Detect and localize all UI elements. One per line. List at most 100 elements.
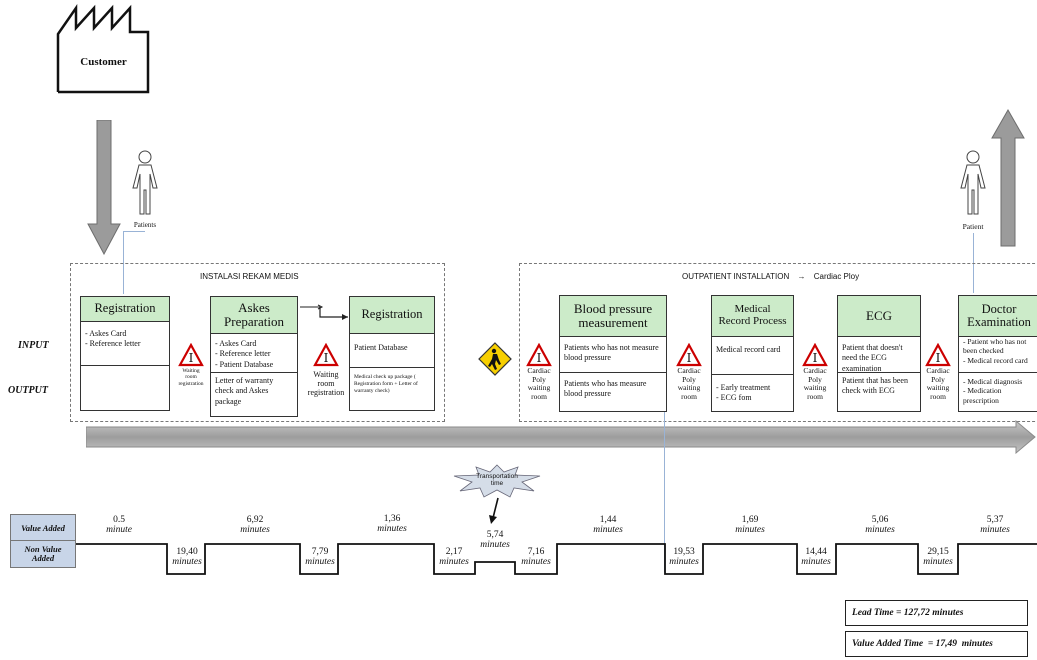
nva-time-4-value: 7,16 — [527, 547, 545, 557]
va-time-7-value: 5,06 — [871, 515, 889, 525]
transport-info-line — [664, 412, 665, 572]
svg-text:I: I — [324, 351, 329, 365]
process-blood-pressure-title: Blood pressure measurement — [559, 295, 667, 337]
waiting-triangle-icon: I — [676, 343, 702, 367]
waiting-triangle-icon: I — [313, 343, 339, 367]
nva-time-7-value: 29,15 — [927, 547, 949, 557]
waiting-triangle-icon: I — [802, 343, 828, 367]
timeline-label-box: Value Added Non Value Added — [10, 514, 76, 568]
process-medical-record-input: Medical record card — [716, 345, 781, 354]
va-time-6-unit: minutes — [735, 525, 765, 536]
value-added-time-box: Value Added Time = 17,49 minutes — [845, 631, 1028, 657]
svg-text:I: I — [687, 351, 692, 365]
process-blood-pressure-output: Patients who has measure blood pressure — [560, 372, 666, 411]
nva-time-1-unit: minutes — [172, 557, 202, 568]
process-ecg-input: Patient that doesn't need the ECG examin… — [842, 343, 903, 373]
patients-connector-v — [123, 231, 124, 294]
va-time-3-value: 1,36 — [383, 514, 401, 524]
process-askes-preparation-output: Letter of warranty check and Askes packa… — [211, 372, 297, 416]
waiting-triangle-icon: I — [925, 343, 951, 367]
process-medical-record-output: - Early treatment - ECG fom — [712, 374, 793, 411]
process-registration-2-input: Patient Database — [354, 343, 408, 352]
transportation-label: Transportation time — [476, 473, 518, 488]
non-value-added-label: Non Value Added — [11, 541, 75, 567]
section-outpatient-installation — [519, 263, 1037, 422]
section-right-arrow-icon: → — [797, 272, 806, 281]
va-time-8-value: 5,37 — [986, 515, 1004, 525]
va-time-5-unit: minutes — [593, 525, 623, 536]
value-added-label: Value Added — [11, 515, 75, 541]
va-time-2-unit: minutes — [240, 525, 270, 536]
waiting-room-2-label: Waiting room registration — [307, 370, 345, 398]
outflow-arrow — [991, 108, 1025, 247]
nva-time-6-unit: minutes — [801, 557, 831, 568]
transport-pointer-arrow — [489, 497, 499, 524]
patients-person-icon — [132, 150, 158, 215]
flow-push-arrow — [86, 420, 1036, 454]
patient-person-icon — [960, 150, 986, 215]
process-doctor-examination-title: Doctor Examination — [958, 295, 1037, 337]
process-medical-record: Medical Record Process Medical record ca… — [711, 295, 794, 412]
process-medical-record-title: Medical Record Process — [711, 295, 794, 337]
patients-connector — [123, 231, 145, 232]
process-registration-1-title: Registration — [80, 296, 170, 322]
va-time-5-value: 1,44 — [599, 515, 617, 525]
va-time-2-value: 6,92 — [246, 515, 264, 525]
patients-label: Patients — [133, 221, 157, 229]
waiting-triangle-icon: I — [526, 343, 552, 367]
section-right-title-text: OUTPATIENT INSTALLATION — [682, 272, 790, 281]
process-blood-pressure: Blood pressure measurement Patients who … — [559, 295, 667, 412]
waiting-room-5-label: Cardiac Poly waiting room — [803, 366, 827, 401]
va-time-1-value: 0.5 — [113, 515, 125, 525]
process-askes-preparation-input: - Askes Card - Reference letter - Patien… — [215, 339, 274, 369]
waiting-room-6-label: Cardiac Poly waiting room — [926, 366, 950, 401]
waiting-room-1-label: Waiting room registration — [178, 368, 204, 387]
customer-factory-icon — [56, 4, 150, 94]
va-time-4-unit: minutes — [480, 540, 510, 551]
nva-time-5-value: 19,53 — [673, 547, 695, 557]
process-doctor-examination-input: - Patient who has not been checked - Med… — [963, 337, 1028, 365]
nva-time-3-value: 2,17 — [445, 547, 463, 557]
va-time-4-value: 5,74 — [486, 530, 504, 540]
process-registration-1: Registration - Askes Card - Reference le… — [80, 296, 170, 411]
svg-text:I: I — [537, 351, 542, 365]
patient-label: Patient — [962, 222, 984, 231]
process-ecg-title: ECG — [837, 295, 921, 337]
nva-time-2-unit: minutes — [305, 557, 335, 568]
value-added-time-value: 17,49 minutes — [935, 639, 993, 649]
svg-text:I: I — [936, 351, 941, 365]
process-registration-2-title: Registration — [349, 296, 435, 334]
process-doctor-examination-output: - Medical diagnosis - Medication prescri… — [959, 372, 1037, 411]
waiting-room-4-label: Cardiac Poly waiting room — [677, 366, 701, 401]
va-time-6-value: 1,69 — [741, 515, 759, 525]
section-left-title: INSTALASI REKAM MEDIS — [200, 272, 299, 281]
inflow-arrow — [87, 120, 121, 256]
nva-time-7-unit: minutes — [923, 557, 953, 568]
nva-time-1-value: 19,40 — [176, 547, 198, 557]
value-added-time-label: Value Added Time = — [852, 639, 936, 649]
lead-time-box: Lead Time = 127,72 minutes — [845, 600, 1028, 626]
process-ecg: ECG Patient that doesn't need the ECG ex… — [837, 295, 921, 412]
output-row-label: OUTPUT — [8, 385, 48, 396]
process-askes-preparation: Askes Preparation - Askes Card - Referen… — [210, 296, 298, 417]
process-askes-preparation-title: Askes Preparation — [210, 296, 298, 334]
process-registration-1-output — [81, 365, 169, 410]
nva-time-5-unit: minutes — [669, 557, 699, 568]
input-row-label: INPUT — [18, 340, 49, 351]
waiting-triangle-icon: I — [178, 343, 204, 367]
process-blood-pressure-input: Patients who has not measure blood press… — [564, 343, 659, 363]
